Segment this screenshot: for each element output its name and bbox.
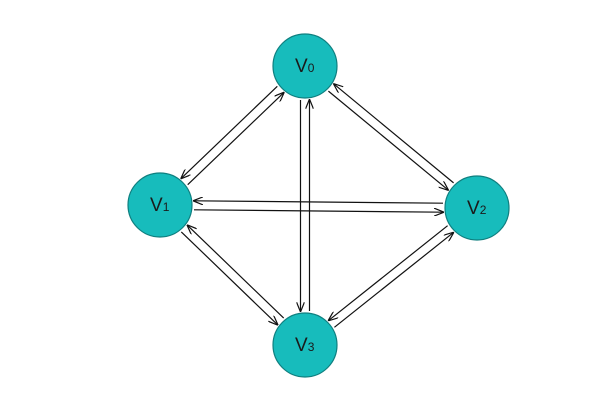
node-label-name: V <box>295 56 308 77</box>
edge-v2-to-v1 <box>194 201 444 203</box>
node-v0: V0 <box>272 33 338 99</box>
edge-v0-to-v1 <box>181 85 278 178</box>
node-label-subscript: 1 <box>163 200 170 214</box>
node-label-v1: V1 <box>150 195 170 216</box>
edge-v3-to-v1 <box>188 225 285 319</box>
node-circle-v0 <box>272 33 338 99</box>
edge-v0-to-v2 <box>328 90 448 190</box>
edge-v2-to-v3 <box>329 225 448 321</box>
edge-v3-to-v2 <box>334 233 453 328</box>
node-circle-v2 <box>444 175 510 241</box>
edge-v1-to-v0 <box>187 93 284 186</box>
node-label-name: V <box>295 335 308 356</box>
node-label-subscript: 3 <box>308 340 315 354</box>
node-label-name: V <box>150 195 163 216</box>
edge-v1-to-v3 <box>180 231 277 325</box>
node-circle-v3 <box>272 312 338 378</box>
node-label-v2: V2 <box>467 198 487 219</box>
node-v2: V2 <box>444 175 510 241</box>
edge-v1-to-v2 <box>193 210 443 212</box>
node-v3: V3 <box>272 312 338 378</box>
node-label-subscript: 0 <box>308 61 315 75</box>
node-label-v0: V0 <box>295 56 315 77</box>
node-label-v3: V3 <box>295 335 315 356</box>
node-label-name: V <box>467 198 480 219</box>
node-circle-v1 <box>127 172 193 238</box>
node-label-subscript: 2 <box>480 203 487 217</box>
node-v1: V1 <box>127 172 193 238</box>
edges-layer <box>180 84 454 328</box>
edge-v2-to-v0 <box>334 84 454 184</box>
